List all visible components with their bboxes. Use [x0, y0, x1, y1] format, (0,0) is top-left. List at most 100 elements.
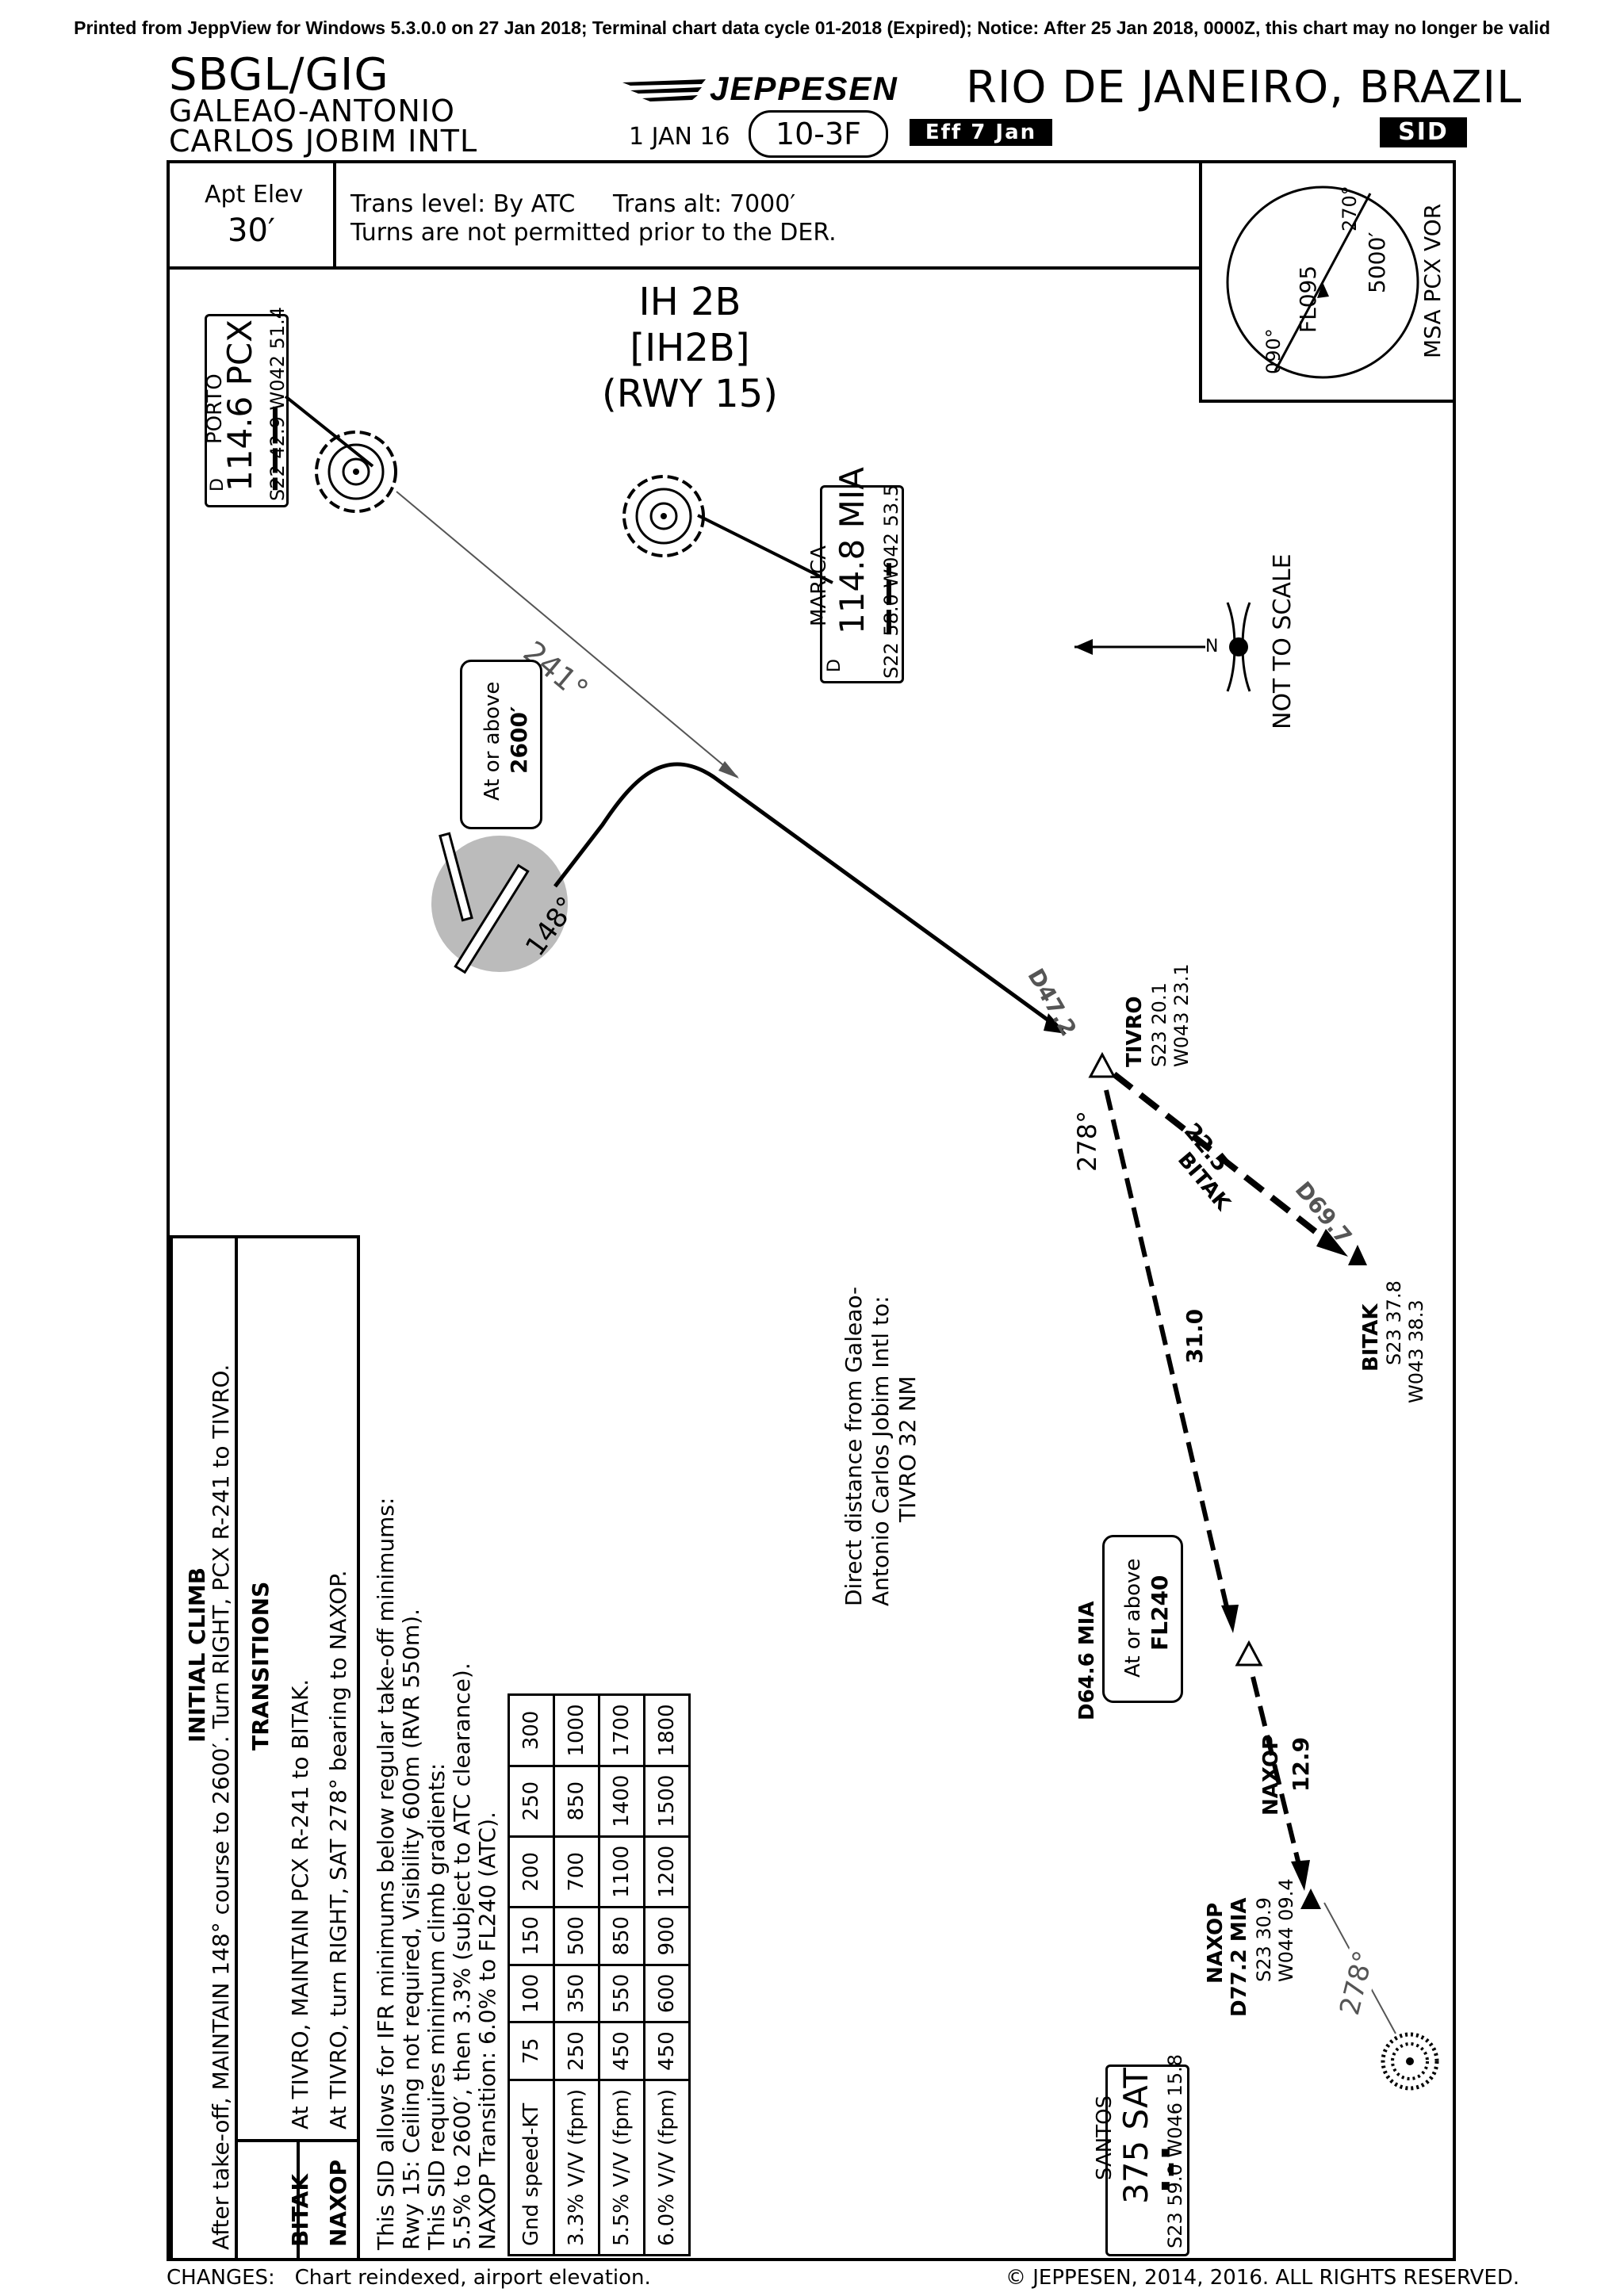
airport-name-line1: GALEAO-ANTONIO	[169, 94, 455, 128]
table-cell: 350	[553, 1965, 599, 2022]
naxop-transition-leg2	[1251, 1676, 1303, 1872]
msa-box-left	[1199, 160, 1202, 403]
table-cell: 75	[508, 2022, 554, 2080]
direct-distance-note-1: Direct distance from Galeao-	[841, 1286, 867, 1606]
table-cell: 850	[599, 1907, 645, 1965]
city-name: RIO DE JANEIRO, BRAZIL	[966, 62, 1522, 113]
naxop-lon: W044 09.4	[1275, 1878, 1297, 1982]
text-block-frame	[170, 1235, 360, 2258]
bitak-lat: S23 37.8	[1383, 1280, 1405, 1365]
chart-frame	[167, 160, 1456, 2261]
note-line-1: This SID allows for IFR minimums below r…	[373, 1497, 399, 2250]
santos-name: SANTOS	[1093, 2095, 1116, 2180]
naxop-fix-icon	[1300, 1888, 1321, 1909]
tivro-lat: S23 20.1	[1148, 982, 1170, 1067]
departure-track	[553, 762, 1064, 1033]
naxop-transition-text: At TIVRO, turn RIGHT, SAT 278° bearing t…	[325, 1570, 351, 2130]
table-cell: 200	[508, 1836, 554, 1908]
porto-pointer	[284, 395, 374, 468]
chart-type-badge: SID	[1380, 117, 1467, 147]
info-row-divider	[167, 266, 1202, 270]
porto-frequency: 114.6 PCX	[220, 319, 259, 492]
table-cell: 1800	[644, 1694, 690, 1766]
initial-climb-text: After take-off, MAINTAIN 148° course to …	[208, 1364, 234, 2250]
transitions-title: TRANSITIONS	[247, 1581, 274, 1751]
tivro-arrowhead	[1044, 1013, 1067, 1034]
table-cell: 150	[508, 1907, 554, 1965]
effective-date-badge: Eff 7 Jan	[910, 119, 1052, 146]
runway-15	[454, 863, 530, 974]
porto-navaid-box	[205, 314, 289, 507]
changes-note: CHANGES: Chart reindexed, airport elevat…	[167, 2266, 651, 2290]
procedure-name: IH 2B	[638, 280, 741, 324]
naxop-name: NAXOP	[1204, 1902, 1228, 1984]
marica-navaid-box	[820, 485, 904, 683]
fl240-line1: At or above	[1121, 1558, 1145, 1678]
bitak-arrowhead	[1316, 1229, 1348, 1257]
d646-label: D64.6 MIA	[1075, 1601, 1099, 1720]
north-wings-icon	[1226, 602, 1251, 692]
naxop-dme: D77.2 MIA	[1228, 1897, 1251, 2017]
table-cell: 1100	[599, 1836, 645, 1908]
table-cell: Gnd speed-KT	[508, 2080, 554, 2256]
table-cell: 1700	[599, 1694, 645, 1766]
naxop-arrowhead	[1291, 1860, 1310, 1891]
table-cell: 900	[644, 1907, 690, 1965]
radial-arrowhead	[718, 761, 739, 779]
table-cell: 3.3% V/V (fpm)	[553, 2080, 599, 2256]
altitude-2600-line2: 2600′	[506, 706, 532, 774]
chart-index: 10-3F	[749, 110, 888, 158]
procedure-runway: (RWY 15)	[602, 372, 778, 416]
procedure-code: [IH2B]	[630, 326, 750, 370]
table-cell: 1400	[599, 1766, 645, 1837]
porto-coords: S22 42.9 W042 51.4	[266, 306, 289, 501]
tivro-fix-icon	[1088, 1051, 1116, 1078]
initial-climb-title: INITIAL CLIMB	[184, 1567, 210, 1743]
der-turn-note: Turns are not permitted prior to the DER…	[350, 219, 837, 247]
tivro-lon: W043 23.1	[1170, 963, 1193, 1067]
santos-navaid-box	[1105, 2064, 1189, 2256]
table-cell: 5.5% V/V (fpm)	[599, 2080, 645, 2256]
direct-distance-note-2: Antonio Carlos Jobim Intl to:	[868, 1295, 894, 1606]
table-cell: 250	[553, 2022, 599, 2080]
table-cell: 850	[553, 1766, 599, 1837]
copyright: © JEPPESEN, 2014, 2016. ALL RIGHTS RESER…	[1005, 2266, 1520, 2290]
note-line-2: Rwy 15: Ceiling not required, Visibility…	[398, 1609, 424, 2250]
table-cell: 100	[508, 1965, 554, 2022]
table-cell: 1200	[644, 1836, 690, 1908]
table-cell: 450	[599, 2022, 645, 2080]
naxop-second-dist: 12.9	[1288, 1736, 1314, 1792]
table-cell: 250	[508, 1766, 554, 1837]
msa-diagram	[1226, 186, 1419, 379]
naxop-lat: S23 30.9	[1253, 1897, 1275, 1982]
north-label: N	[1205, 637, 1219, 656]
table-cell: 600	[644, 1965, 690, 2022]
info-col-divider	[333, 160, 336, 268]
altitude-2600-line1: At or above	[481, 681, 504, 801]
table-cell: 550	[599, 1965, 645, 2022]
north-compass-icon	[1229, 637, 1248, 656]
apt-elev-label: Apt Elev	[205, 181, 304, 209]
altitude-restriction-fl240	[1102, 1535, 1183, 1703]
chart-date: 1 JAN 16	[629, 123, 730, 151]
table-cell: 300	[508, 1694, 554, 1766]
north-arrowhead-icon	[1074, 639, 1093, 655]
fl240-line2: FL240	[1147, 1575, 1173, 1651]
tivro-name: TIVRO	[1123, 996, 1147, 1067]
marica-vor-icon	[622, 475, 705, 557]
marica-name: MARICA	[807, 545, 831, 626]
naxop-leg-name: NAXOP	[1259, 1734, 1283, 1816]
marica-dme-mark: D	[825, 659, 845, 672]
table-cell: 6.0% V/V (fpm)	[644, 2080, 690, 2256]
naxop-transition-label: NAXOP	[325, 2159, 351, 2247]
trans-level-text: Trans level: By ATC Trans alt: 7000′	[350, 190, 796, 218]
table-cell: 1500	[644, 1766, 690, 1837]
runway-other	[439, 832, 473, 922]
marica-coords: S22 58.0 W042 53.5	[880, 484, 902, 679]
naxop-leg-dist: 31.0	[1182, 1308, 1208, 1364]
table-cell: 700	[553, 1836, 599, 1908]
bearing-278-tivro: 278°	[1072, 1110, 1102, 1172]
table-cell: 500	[553, 1907, 599, 1965]
